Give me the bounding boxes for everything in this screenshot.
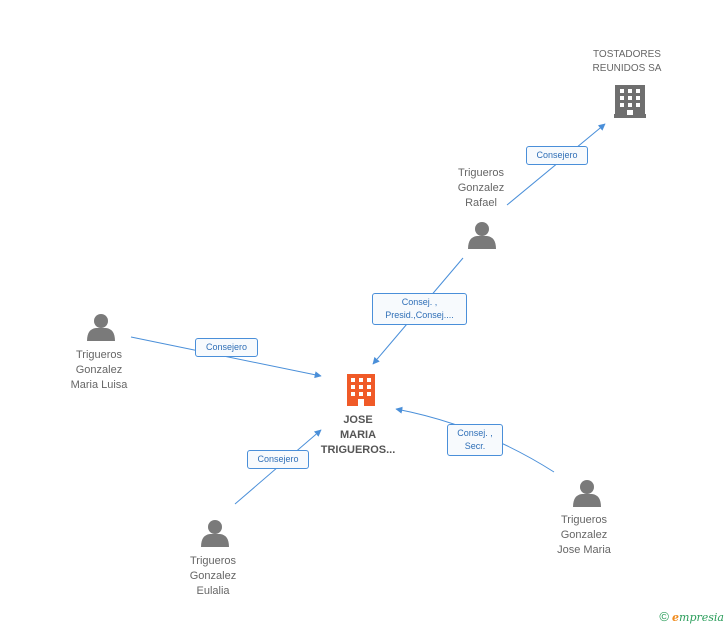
label-line: Gonzalez [75,364,123,376]
label-line: Eulalia [196,585,230,597]
label-line: Trigueros [75,349,123,361]
person-icon-rafael [468,222,496,249]
label-line: Jose Maria [557,544,611,556]
node-label-jose-maria[interactable]: Trigueros Gonzalez Jose Maria [534,513,634,558]
label-line: Maria Luisa [70,379,128,391]
edge-label-rafael-tostadores[interactable]: Consejero [526,146,588,165]
edge-label-line: Secr. [464,441,486,451]
label-line: TRIGUEROS... [320,444,396,456]
label-line: Trigueros [560,514,608,526]
edge-label-eulalia-main[interactable]: Consejero [247,450,309,469]
label-line: TOSTADORES [593,49,661,60]
label-line: Trigueros [457,167,505,179]
label-line: Rafael [465,197,497,209]
edge-label-line: Consej. , [457,428,493,438]
label-line: MARIA [339,429,377,441]
edge-label-jose-maria-main[interactable]: Consej. , Secr. [447,424,503,456]
person-icon-jose-maria [573,480,601,507]
person-icon-eulalia [201,520,229,547]
copyright-symbol: © [659,609,669,624]
node-label-rafael[interactable]: Trigueros Gonzalez Rafael [431,166,531,211]
person-icon-maria-luisa [87,314,115,341]
edge-label-line: Presid.,Consej.... [385,310,454,320]
edge-label-line: Consejero [205,342,248,352]
node-label-eulalia[interactable]: Trigueros Gonzalez Eulalia [163,554,263,599]
main-building-icon [347,374,375,406]
label-line: REUNIDOS SA [592,63,662,74]
edge-label-line: Consejero [257,454,299,464]
node-label-tostadores[interactable]: TOSTADORES REUNIDOS SA [577,48,677,76]
label-line: Gonzalez [560,529,608,541]
empresia-logo[interactable]: © empresia [659,609,724,624]
building-icon [614,85,646,118]
edge-label-rafael-main[interactable]: Consej. , Presid.,Consej.... [372,293,467,325]
edge-label-maria-luisa-main[interactable]: Consejero [195,338,258,357]
label-line: JOSE [343,414,373,426]
brand-first-letter: e [672,611,680,624]
node-label-maria-luisa[interactable]: Trigueros Gonzalez Maria Luisa [49,348,149,393]
label-line: Gonzalez [189,570,237,582]
label-line: Gonzalez [457,182,505,194]
brand-name-rest: mpresia [679,611,724,624]
label-line: Trigueros [189,555,237,567]
edge-label-line: Consej. , [401,297,438,307]
node-label-main[interactable]: JOSE MARIA TRIGUEROS... [308,413,408,458]
edge-label-line: Consejero [536,150,578,160]
